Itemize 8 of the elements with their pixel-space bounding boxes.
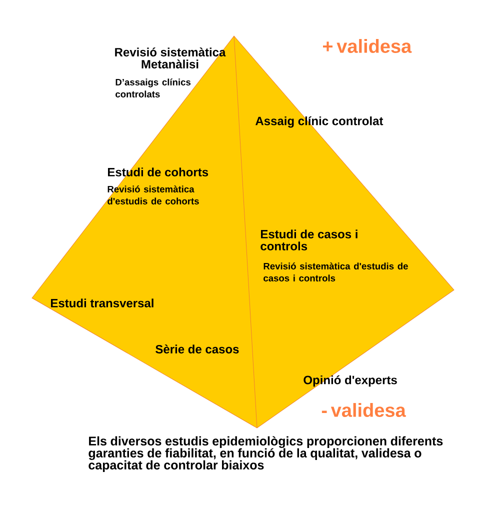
level-label: Estudi de casos i controls: [260, 230, 358, 250]
level-note: D’assaigs clínics controlats: [116, 78, 191, 98]
validity-label: + validesa: [323, 39, 412, 53]
validity-label: - validesa: [322, 403, 406, 417]
level-label: Sèrie de casos: [156, 344, 239, 354]
level-label: Estudi transversal: [51, 298, 154, 308]
caption: Els diversos estudis epidemiològics proporcionen diferents garanties de fiabilitat, en funció de la qualitat, validesa o capacitat de controlar biaixos: [88, 436, 443, 472]
level-note: Revisió sistemàtica d'estudis de casos i controls: [264, 262, 408, 282]
